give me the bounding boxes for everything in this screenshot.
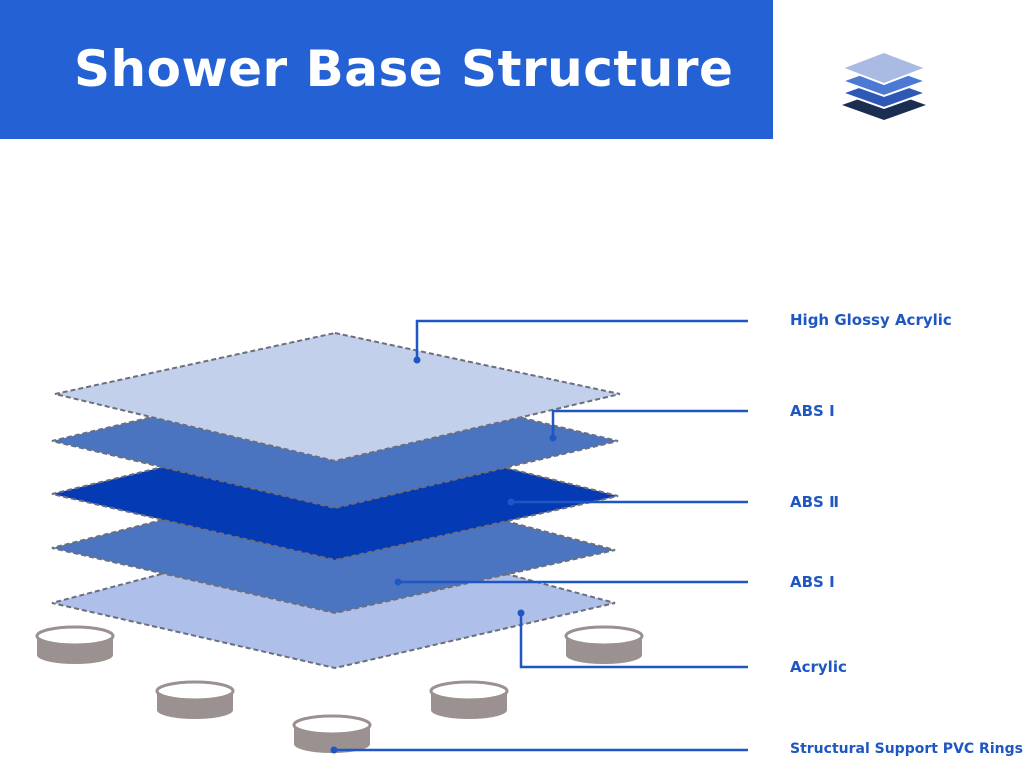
title-banner: Shower Base Structure [0, 0, 773, 139]
leader-dot [413, 356, 421, 364]
stacked-layers-icon [839, 50, 929, 120]
pvc-ring [429, 680, 509, 719]
pvc-ring [564, 625, 644, 664]
leader-line-acrylic [519, 613, 748, 669]
leader-dot [517, 609, 525, 617]
pvc-ring [35, 625, 115, 664]
leader-dot [549, 434, 557, 442]
label-abs-1-upper: ABS Ⅰ [790, 402, 835, 420]
label-acrylic: Acrylic [790, 658, 847, 676]
leader-line-abs-1-upper [551, 409, 748, 438]
label-abs-1-lower: ABS Ⅰ [790, 573, 835, 591]
leader-line-high-glossy-acrylic [415, 319, 748, 360]
pvc-ring [292, 714, 372, 753]
label-pvc-rings: Structural Support PVC Rings [790, 741, 1023, 757]
leader-dot [330, 746, 338, 754]
leader-dot [507, 498, 515, 506]
label-high-glossy-acrylic: High Glossy Acrylic [790, 311, 952, 329]
leader-dot [394, 578, 402, 586]
page-title: Shower Base Structure [74, 40, 734, 98]
pvc-ring [155, 680, 235, 719]
layer-high-glossy-acrylic [54, 331, 621, 463]
label-abs-2: ABS Ⅱ [790, 493, 839, 511]
